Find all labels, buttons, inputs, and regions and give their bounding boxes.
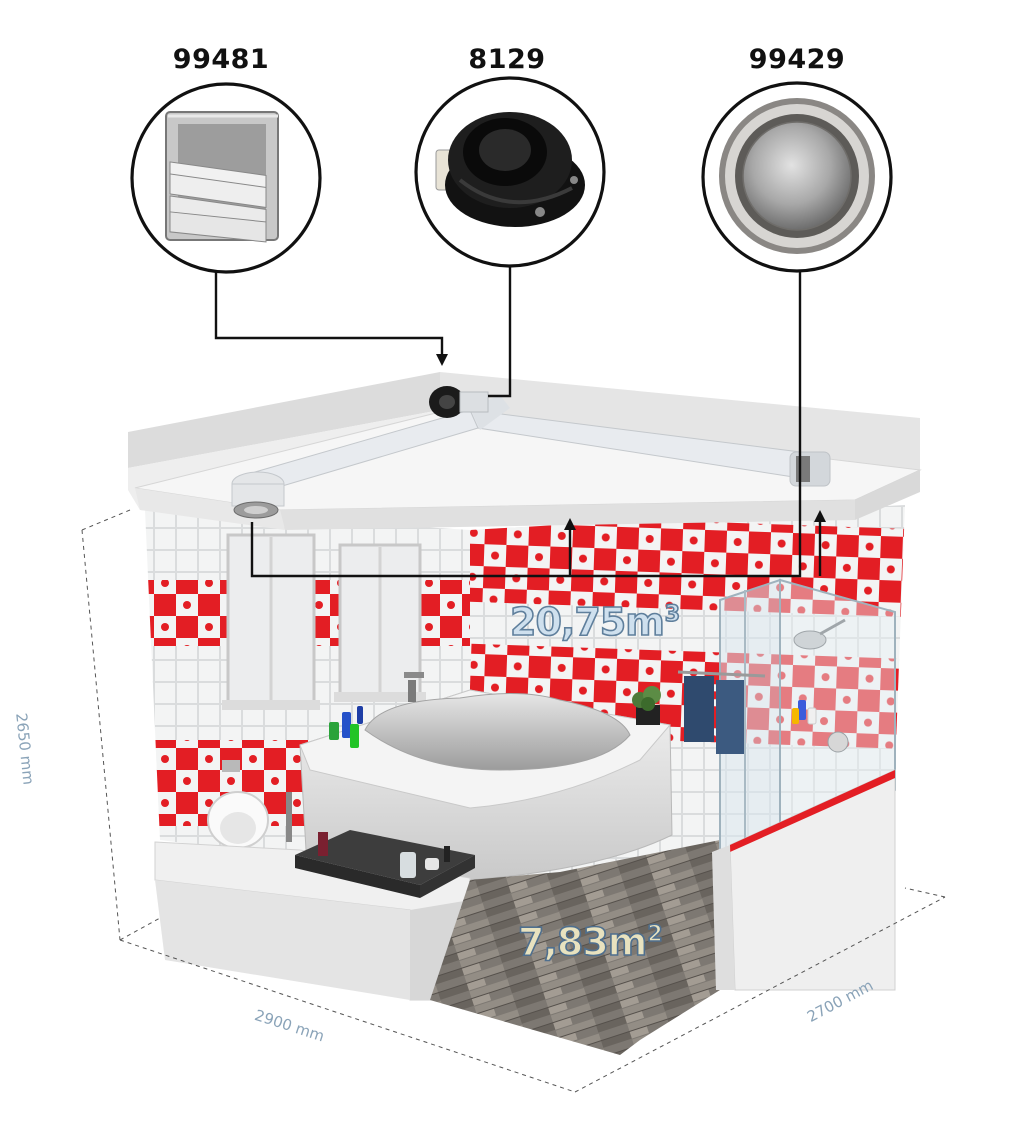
disc-valve-icon [719, 98, 875, 254]
window-left [222, 533, 320, 710]
window-right [334, 543, 426, 702]
vanity-counter [295, 830, 475, 898]
inline-duct-fan-icon [435, 112, 585, 227]
bottles [329, 706, 363, 748]
room-volume-label: 20,75m3 [509, 599, 681, 645]
connector-arrowheads [436, 354, 826, 530]
corner-bathtub [299, 672, 673, 881]
ceiling-back-left [128, 372, 440, 468]
ceiling-fan-unit [429, 386, 489, 418]
wooden-floor [430, 840, 722, 1055]
towel-rack [677, 670, 766, 754]
product-circle-99481[interactable] [130, 82, 322, 274]
product-circle-99429[interactable] [701, 81, 893, 273]
potted-plant [632, 686, 661, 725]
product-code-8129: 8129 [468, 44, 546, 75]
product-circle-8129[interactable] [414, 76, 606, 268]
product-code-99481: 99481 [172, 44, 270, 75]
floor-area-label: 7,83m2 [517, 919, 663, 965]
connector-lines [214, 266, 822, 578]
dimension-lines [81, 509, 946, 1093]
wall-louvre-grille-icon [165, 111, 279, 243]
product-code-99429: 99429 [748, 44, 846, 75]
